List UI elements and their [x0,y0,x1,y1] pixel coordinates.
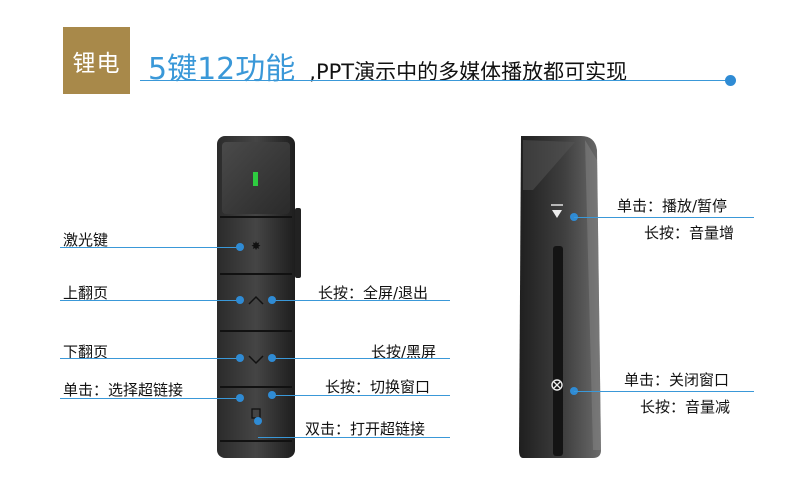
label-volume-up: 长按：音量增 [644,224,735,242]
label-open-link: 双击：打开超链接 [305,420,426,438]
presenter-front-image: ✸ [217,136,301,458]
callout-line-page-down [60,358,240,359]
presenter-side-image [519,136,601,458]
label-page-down: 下翻页 [63,343,109,361]
callout-line-blackscreen [272,358,450,359]
label-volume-down: 长按：音量减 [640,398,731,416]
callout-dot-fullscreen [268,296,276,304]
callout-line-close-window [574,391,754,392]
headline-subtitle: ,PPT演示中的多媒体播放都可实现 [309,60,628,84]
label-fullscreen: 长按：全屏/退出 [318,284,429,302]
category-badge: 锂电 [63,27,130,94]
label-play-pause: 单击：播放/暂停 [617,197,728,215]
svg-text:✸: ✸ [251,239,261,253]
header-underline [140,80,730,81]
callout-line-fullscreen [272,300,450,301]
callout-dot-switch-window [268,391,276,399]
label-switch-window: 长按：切换窗口 [325,378,431,396]
callout-line-select-link [60,398,240,399]
header-underline-end-dot [725,75,736,86]
led-indicator-icon [253,172,258,186]
callout-dot-blackscreen [268,354,276,362]
callout-dot-laser [236,243,244,251]
label-page-up: 上翻页 [63,284,109,302]
label-blackscreen: 长按/黑屏 [371,343,437,361]
callout-line-open-link [258,437,450,438]
callout-line-switch-window [272,395,450,396]
label-select-link: 单击：选择超链接 [63,381,184,399]
page-headline: 5键12功能 ,PPT演示中的多媒体播放都可实现 [148,44,627,88]
callout-dot-page-down [236,354,244,362]
label-close-window: 单击：关闭窗口 [624,371,730,389]
callout-line-play-pause [574,217,754,218]
callout-dot-open-link [254,417,262,425]
callout-dot-page-up [236,296,244,304]
callout-line-laser [60,247,240,248]
headline-highlight: 5键12功能 [148,52,296,87]
label-laser-key: 激光键 [63,231,109,249]
callout-dot-select-link [236,394,244,402]
callout-line-page-up [60,300,240,301]
